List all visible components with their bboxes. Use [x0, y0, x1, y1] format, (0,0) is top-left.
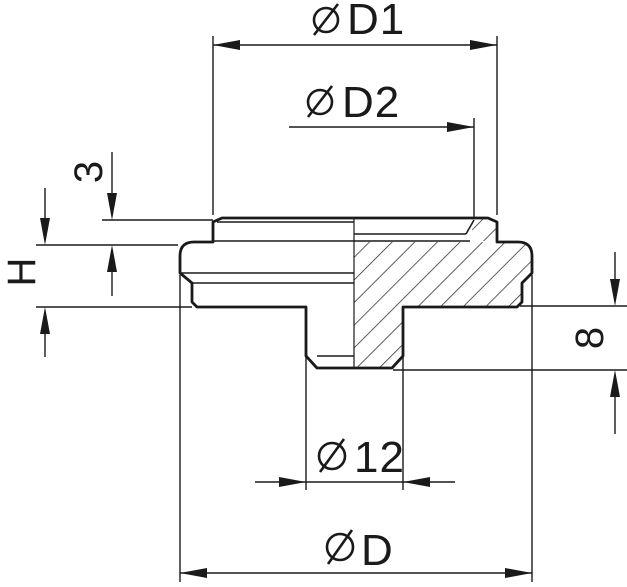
dimension-d2: D2 [289, 78, 475, 218]
dimension-8: 8 [393, 252, 627, 434]
dimension-12: 12 [255, 356, 455, 490]
arrow-down-icon [610, 279, 620, 306]
dia-d-label: D [361, 526, 394, 575]
arrow-down-icon [107, 193, 117, 220]
dimension-h: H [0, 188, 192, 357]
arrow-up-icon [107, 245, 117, 272]
height-8-label: 8 [568, 327, 612, 349]
arrow-left-icon [213, 40, 240, 50]
part-section-view [178, 216, 534, 370]
dimension-d1: D1 [212, 0, 498, 215]
arrow-left-icon [180, 568, 207, 578]
arrow-right-icon [470, 40, 497, 50]
height-h-label: H [0, 258, 44, 287]
arrow-up-icon [610, 370, 620, 397]
d1-label: D1 [347, 0, 405, 44]
hatch-flange-boss [354, 242, 532, 368]
recess-rim-chamfer [465, 219, 475, 235]
dia-12-label: 12 [354, 433, 405, 482]
arrow-right-icon [447, 122, 474, 132]
diameter-icon [325, 529, 355, 565]
dimension-d: D [179, 275, 533, 582]
diameter-icon [317, 438, 347, 473]
hatch-rim-band [470, 218, 497, 241]
arrow-left-icon [403, 477, 430, 487]
interior-edges [180, 219, 475, 357]
arrow-up-icon [40, 307, 50, 334]
arrow-down-icon [40, 218, 50, 245]
arrow-right-icon [279, 477, 306, 487]
height-3-label: 3 [67, 161, 111, 183]
diameter-icon [306, 85, 334, 118]
diameter-icon [312, 3, 340, 36]
dimension-3: 3 [36, 152, 213, 296]
d2-label: D2 [342, 78, 400, 127]
arrow-right-icon [505, 568, 532, 578]
